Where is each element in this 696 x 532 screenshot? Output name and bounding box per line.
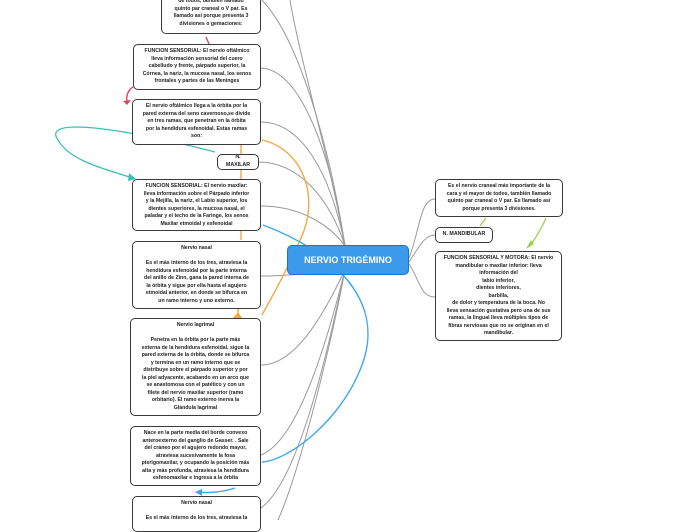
green-arrowhead-1 bbox=[526, 240, 534, 249]
central-topic-node[interactable]: NERVIO TRIGÉMINO bbox=[287, 245, 409, 275]
branch-to-mandibular bbox=[408, 234, 436, 263]
node-nervio-craneal-mayor[interactable]: Es el nervio craneal más importante de l… bbox=[435, 179, 563, 217]
green-line-1 bbox=[529, 217, 547, 247]
branch-to-oft-llega bbox=[260, 121, 346, 247]
node-oftalmico-llega[interactable]: El nervio oftálmico llega a la órbita po… bbox=[132, 99, 261, 145]
node-text: El nervio oftálmico llega a la órbita po… bbox=[142, 103, 251, 140]
branch-to-nasal2 bbox=[260, 269, 346, 509]
central-topic-title: NERVIO TRIGÉMINO bbox=[304, 255, 392, 265]
red-arrowhead bbox=[123, 100, 131, 105]
branch-to-maxilar bbox=[257, 161, 346, 247]
node-nervio-lagrimal[interactable]: Nervio lagrimal Penetra en la órbita por… bbox=[130, 318, 261, 416]
node-text: FUNCION SENSORIAL: El nervio oftálmico l… bbox=[142, 48, 252, 85]
red-curve bbox=[126, 86, 134, 102]
branch-to-func-max bbox=[260, 205, 346, 247]
blue-arrowhead bbox=[195, 489, 202, 496]
branch-to-top bbox=[261, 0, 346, 247]
branch-to-lagrimal bbox=[260, 269, 346, 366]
node-nace-ganglio-gasser[interactable]: Nace en la parte media del borde convexo… bbox=[130, 426, 261, 486]
node-top-description[interactable]: de todos, también llamado quinto par cra… bbox=[161, 0, 261, 34]
node-nervio-nasal-2[interactable]: Nervio nasal Es el más interno de los tr… bbox=[132, 496, 261, 532]
blue-short bbox=[197, 487, 236, 494]
node-text: Nervio lagrimal Penetra en la órbita por… bbox=[141, 322, 250, 411]
node-text: Nervio nasal Es el más interno de los tr… bbox=[144, 245, 249, 304]
node-funcion-sensorial-oftalmico[interactable]: FUNCION SENSORIAL: El nervio oftálmico l… bbox=[133, 44, 261, 90]
branch-to-bottom bbox=[277, 269, 346, 520]
node-text: Nervio nasal Es el más interno de los tr… bbox=[145, 500, 248, 522]
node-text: N. MAXILAR bbox=[225, 154, 251, 168]
node-text: Nace en la parte media del borde convexo… bbox=[141, 430, 250, 482]
red-stub bbox=[205, 36, 210, 45]
orange-curve-1 bbox=[261, 139, 310, 316]
branch-to-func-oft bbox=[260, 67, 346, 247]
node-funcion-sensorial-maxilar[interactable]: FUNCION SENSORIAL: El nervio maxilar: ll… bbox=[132, 179, 261, 231]
node-nervio-nasal[interactable]: Nervio nasal Es el más interno de los tr… bbox=[132, 241, 261, 309]
node-text: FUNCION SENSORIAL Y MOTORA: El nervio ma… bbox=[443, 255, 554, 337]
node-funcion-sensorial-motora-mandibular[interactable]: FUNCION SENSORIAL Y MOTORA: El nervio ma… bbox=[435, 251, 562, 341]
branch-to-func-mand bbox=[408, 263, 436, 298]
orange-arrowhead bbox=[233, 312, 242, 318]
branch-to-mayor bbox=[408, 198, 436, 259]
node-n-mandibular[interactable]: N. MANDIBULAR bbox=[435, 227, 493, 243]
branch-to-top2 bbox=[289, 0, 346, 247]
node-text: FUNCION SENSORIAL: El nervio maxilar: ll… bbox=[143, 183, 250, 227]
node-n-maxilar[interactable]: N. MAXILAR bbox=[217, 154, 259, 170]
branch-to-nace bbox=[260, 269, 346, 456]
node-text: de todos, también llamado quinto par cra… bbox=[173, 0, 249, 27]
node-text: N. MANDIBULAR bbox=[442, 231, 486, 238]
node-text: Es el nervio craneal más importante de l… bbox=[446, 183, 552, 212]
green-line-2 bbox=[479, 217, 487, 227]
